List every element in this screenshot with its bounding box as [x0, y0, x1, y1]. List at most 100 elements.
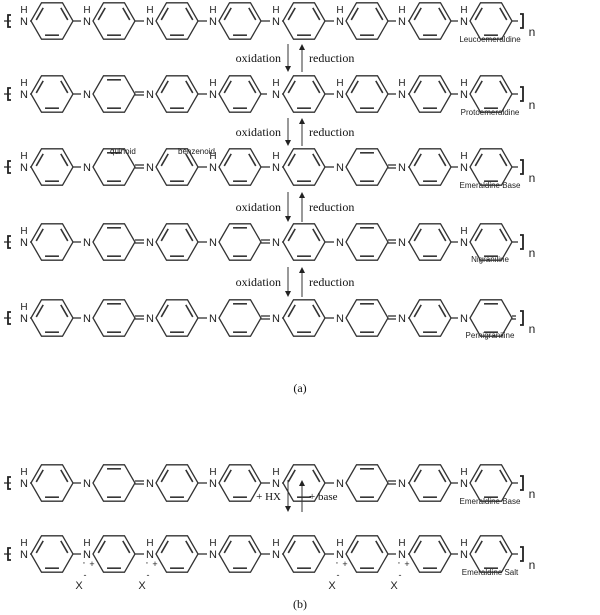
repeat-subscript-n: n — [529, 171, 536, 185]
nitrogen-atom: N — [398, 237, 406, 249]
quinoid-ring — [345, 148, 389, 186]
quinoid-label: quinoid — [110, 147, 136, 156]
benzenoid-ring — [155, 75, 199, 113]
benzenoid-label: benzenoid — [178, 147, 215, 156]
ring-outline — [469, 148, 513, 186]
ring-double-bond — [438, 80, 447, 94]
ring-double-bond — [160, 540, 169, 554]
left-bracket — [7, 311, 11, 325]
ring-outline — [282, 299, 326, 337]
nitrogen-atom: N — [272, 549, 280, 561]
arrow-up-icon — [299, 118, 305, 124]
benzenoid-ring — [30, 148, 74, 186]
ring-double-bond — [223, 7, 232, 21]
ring-double-bond — [223, 153, 232, 167]
ring-outline — [345, 464, 389, 502]
nitrogen-atom: N — [146, 237, 154, 249]
ring-double-bond — [160, 228, 169, 242]
ring-outline — [92, 464, 136, 502]
nitrogen-atom: N — [146, 89, 154, 101]
benzenoid-ring — [469, 535, 513, 573]
nitrogen-atom: N — [20, 313, 28, 325]
ring-double-bond — [499, 7, 508, 21]
ring-double-bond — [35, 228, 44, 242]
repeat-subscript-n: n — [529, 98, 536, 112]
quinoid-ring — [92, 299, 136, 337]
hydrogen-atom: H — [209, 467, 216, 478]
ring-double-bond — [474, 540, 483, 554]
right-bracket — [520, 546, 524, 562]
repeat-subscript-n: n — [529, 558, 536, 572]
equilibrium-arrows: + HX+ base — [256, 480, 338, 512]
benzenoid-ring — [408, 148, 452, 186]
radical-dot: · — [335, 557, 339, 569]
ring-double-bond — [35, 80, 44, 94]
minus-charge: - — [147, 570, 150, 580]
ring-double-bond — [60, 7, 69, 21]
ring-outline — [155, 2, 199, 40]
ring-outline — [218, 148, 262, 186]
quinoid-ring — [92, 75, 136, 113]
ring-double-bond — [287, 228, 296, 242]
ring-outline — [469, 299, 513, 337]
ring-double-bond — [413, 228, 422, 242]
reverse-reaction-label: reduction — [309, 51, 354, 65]
counterion-x: X — [75, 580, 83, 592]
ring-outline — [408, 223, 452, 261]
repeat-subscript-n: n — [529, 25, 536, 39]
hydrogen-atom: H — [20, 302, 27, 313]
minus-charge: - — [337, 570, 340, 580]
benzenoid-ring — [469, 148, 513, 186]
ring-double-bond — [287, 540, 296, 554]
arrow-down-icon — [285, 140, 291, 146]
benzenoid-ring — [155, 148, 199, 186]
ring-outline — [345, 299, 389, 337]
hydrogen-atom: H — [460, 467, 467, 478]
left-bracket — [7, 476, 11, 490]
nitrogen-atom: N — [83, 478, 91, 490]
benzenoid-ring — [282, 299, 326, 337]
ring-outline — [218, 75, 262, 113]
ring-outline — [155, 223, 199, 261]
quinoid-ring — [345, 464, 389, 502]
ring-outline — [345, 223, 389, 261]
ring-double-bond — [160, 153, 169, 167]
ring-outline — [92, 75, 136, 113]
counterion-x: X — [138, 580, 146, 592]
ring-outline — [218, 299, 262, 337]
panel-a-caption: (a) — [293, 381, 306, 395]
ring-outline — [155, 535, 199, 573]
ring-double-bond — [185, 153, 194, 167]
ring-double-bond — [413, 7, 422, 21]
ring-double-bond — [35, 304, 44, 318]
right-bracket — [520, 310, 524, 326]
ring-double-bond — [375, 80, 384, 94]
ring-double-bond — [375, 540, 384, 554]
nitrogen-atom: N — [398, 162, 406, 174]
plus-charge: + — [152, 559, 157, 569]
forward-reaction-label: oxidation — [236, 51, 281, 65]
benzenoid-ring — [282, 148, 326, 186]
ring-double-bond — [499, 469, 508, 483]
hydrogen-atom: H — [272, 467, 279, 478]
reverse-reaction-label: reduction — [309, 125, 354, 139]
forward-reaction-label: oxidation — [236, 275, 281, 289]
radical-dot: · — [397, 557, 401, 569]
nitrogen-atom: N — [460, 478, 468, 490]
ring-outline — [218, 223, 262, 261]
hydrogen-atom: H — [272, 5, 279, 16]
nitrogen-atom: N — [272, 478, 280, 490]
ring-double-bond — [438, 7, 447, 21]
right-bracket — [520, 159, 524, 175]
ring-outline — [218, 535, 262, 573]
ring-outline — [282, 75, 326, 113]
benzenoid-ring — [408, 535, 452, 573]
ring-outline — [92, 2, 136, 40]
ring-outline — [408, 535, 452, 573]
benzenoid-ring — [345, 75, 389, 113]
ring-double-bond — [60, 228, 69, 242]
ring-double-bond — [35, 469, 44, 483]
ring-outline — [345, 75, 389, 113]
